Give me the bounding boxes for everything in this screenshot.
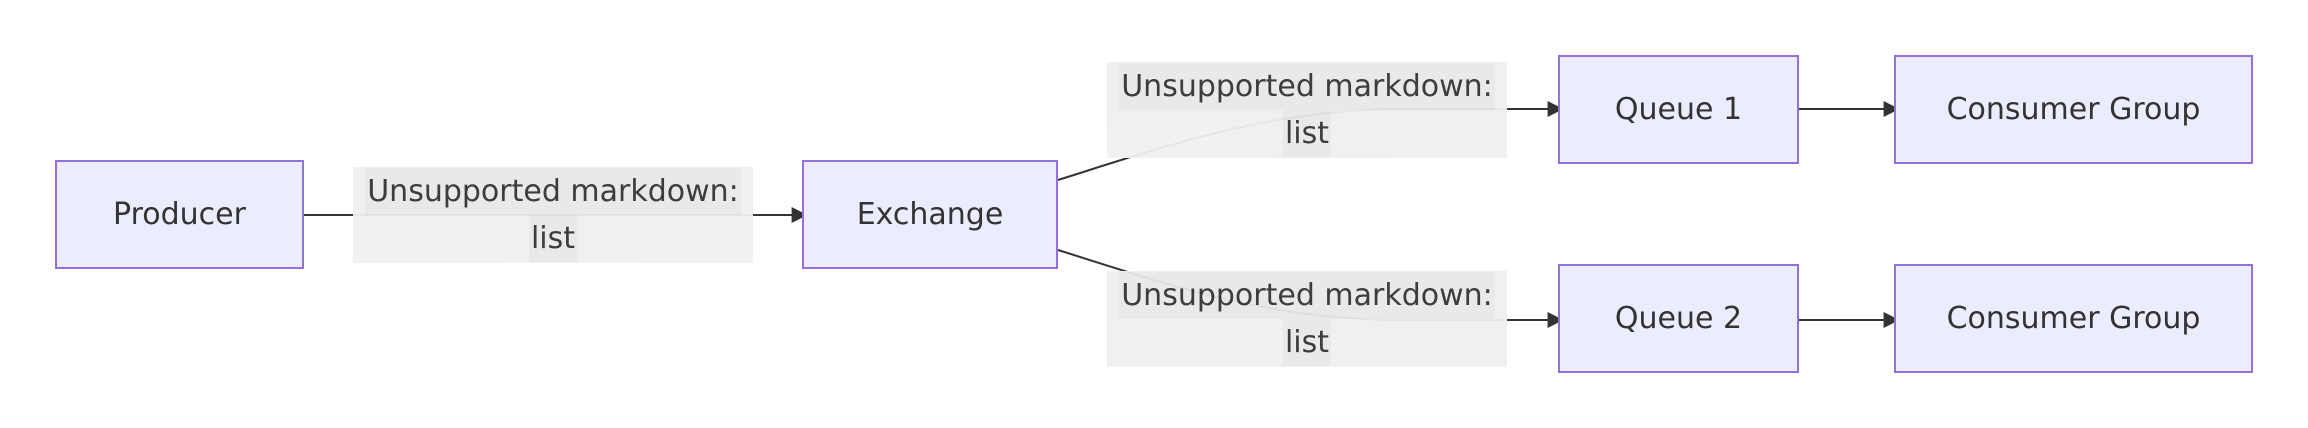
node-consumer-group-2[interactable]: Consumer Group [1894,264,2253,373]
node-exchange[interactable]: Exchange [802,160,1058,269]
edge-label-line1: Unsupported markdown: [1119,272,1495,319]
edge-label-line1: Unsupported markdown: [1119,63,1495,110]
node-label: Consumer Group [1946,301,2201,336]
edge-label-line2: list [1282,110,1332,157]
node-label: Exchange [856,197,1004,232]
edge-label-producer-exchange: Unsupported markdown: list [353,167,753,263]
edge-label-exchange-queue2: Unsupported markdown: list [1107,271,1507,367]
edge-label-line2: list [528,215,578,262]
edge-label-line1: Unsupported markdown: [365,168,741,215]
node-label: Producer [113,197,246,232]
node-queue-2[interactable]: Queue 2 [1558,264,1799,373]
node-queue-1[interactable]: Queue 1 [1558,55,1799,164]
node-consumer-group-1[interactable]: Consumer Group [1894,55,2253,164]
edge-label-exchange-queue1: Unsupported markdown: list [1107,62,1507,158]
node-label: Queue 2 [1614,301,1743,336]
node-label: Queue 1 [1614,92,1743,127]
node-label: Consumer Group [1946,92,2201,127]
node-producer[interactable]: Producer [55,160,304,269]
edge-label-line2: list [1282,319,1332,366]
